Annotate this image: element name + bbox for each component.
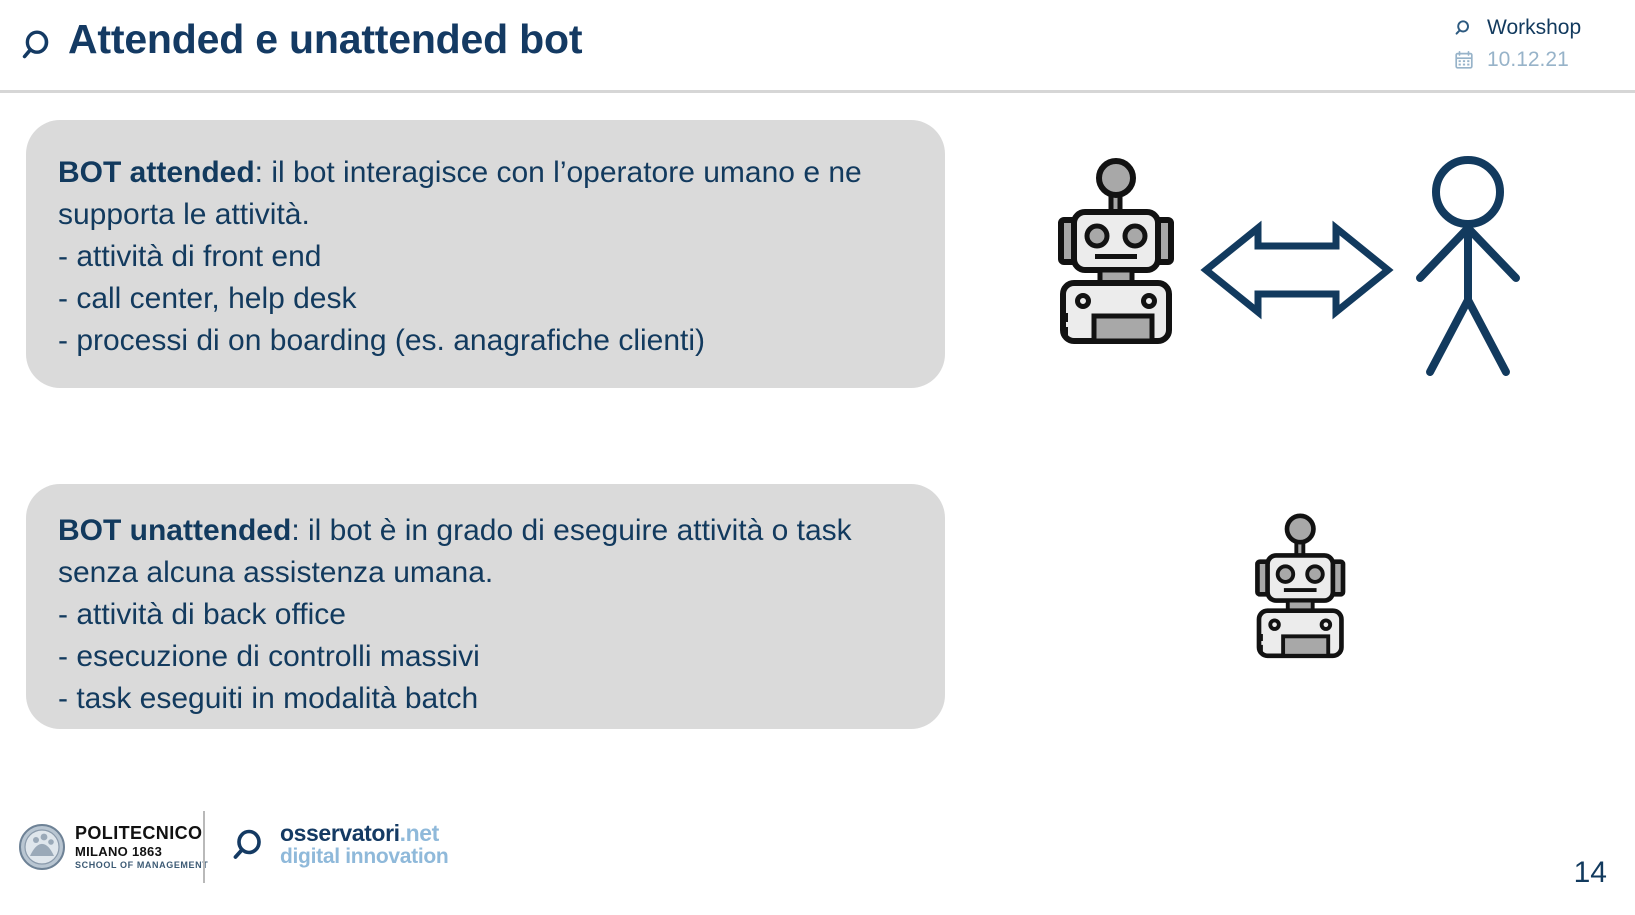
slide-header: Attended e unattended bot Workshop — [0, 0, 1635, 93]
page-number: 14 — [1573, 856, 1607, 889]
attended-bullet-2: - call center, help desk — [58, 282, 357, 315]
magnifier-icon — [1453, 17, 1475, 39]
osservatori-name: osservatori — [280, 820, 400, 846]
meta-kind-label: Workshop — [1487, 16, 1582, 39]
politecnico-seal-icon — [18, 823, 66, 871]
header-divider — [0, 90, 1635, 93]
unattended-lead-bold: BOT unattended — [58, 514, 292, 547]
politecnico-logo: POLITECNICO MILANO 1863 SCHOOL OF MANAGE… — [18, 823, 208, 871]
unattended-bullet-2: - esecuzione di controlli massivi — [58, 640, 480, 673]
double-headed-arrow-icon — [1200, 220, 1394, 320]
politecnico-wordmark: POLITECNICO MILANO 1863 SCHOOL OF MANAGE… — [75, 824, 208, 870]
unattended-lead-rest: : il bot è in grado di eseguire attività… — [58, 514, 852, 589]
info-box-attended: BOT attended: il bot interagisce con l’o… — [26, 120, 945, 388]
osservatori-tld: .net — [399, 820, 440, 846]
meta-date-label: 10.12.21 — [1487, 48, 1569, 71]
attended-description: BOT attended: il bot interagisce con l’o… — [58, 152, 915, 362]
calendar-icon — [1453, 49, 1475, 71]
politecnico-school: SCHOOL OF MANAGEMENT — [75, 860, 209, 870]
slide-meta: Workshop — [1373, 12, 1613, 76]
osservatori-logo: osservatori.net digital innovation — [228, 821, 449, 869]
osservatori-magnifier-icon — [228, 823, 272, 867]
unattended-illustration-group — [1210, 495, 1350, 675]
page-title: Attended e unattended bot — [68, 16, 583, 62]
osservatori-tagline: digital innovation — [280, 845, 449, 869]
meta-date-row: 10.12.21 — [1373, 44, 1613, 76]
stick-figure-person-icon — [1416, 156, 1520, 376]
osservatori-wordmark: osservatori.net digital innovation — [280, 821, 449, 869]
info-box-unattended: BOT unattended: il bot è in grado di ese… — [26, 484, 945, 729]
magnifier-icon — [16, 22, 62, 68]
footer-divider — [203, 811, 205, 883]
unattended-bullet-1: - attività di back office — [58, 598, 346, 631]
unattended-description: BOT unattended: il bot è in grado di ese… — [58, 510, 915, 720]
attended-bullet-3: - processi di on boarding (es. anagrafic… — [58, 324, 706, 357]
robot-icon — [1255, 513, 1346, 659]
politecnico-subtitle: MILANO 1863 — [75, 844, 163, 859]
attended-lead-rest: : il bot interagisce con l’operatore uma… — [58, 156, 862, 231]
attended-bullet-1: - attività di front end — [58, 240, 322, 273]
robot-icon — [1058, 158, 1174, 344]
osservatori-name-line: osservatori.net — [280, 821, 448, 845]
unattended-bullet-3: - task eseguiti in modalità batch — [58, 682, 479, 715]
meta-kind-row: Workshop — [1373, 12, 1613, 44]
politecnico-name: POLITECNICO — [75, 823, 203, 843]
slide-footer: POLITECNICO MILANO 1863 SCHOOL OF MANAGE… — [0, 805, 1635, 915]
attended-illustration-group — [1000, 150, 1560, 390]
attended-lead-bold: BOT attended — [58, 156, 255, 189]
